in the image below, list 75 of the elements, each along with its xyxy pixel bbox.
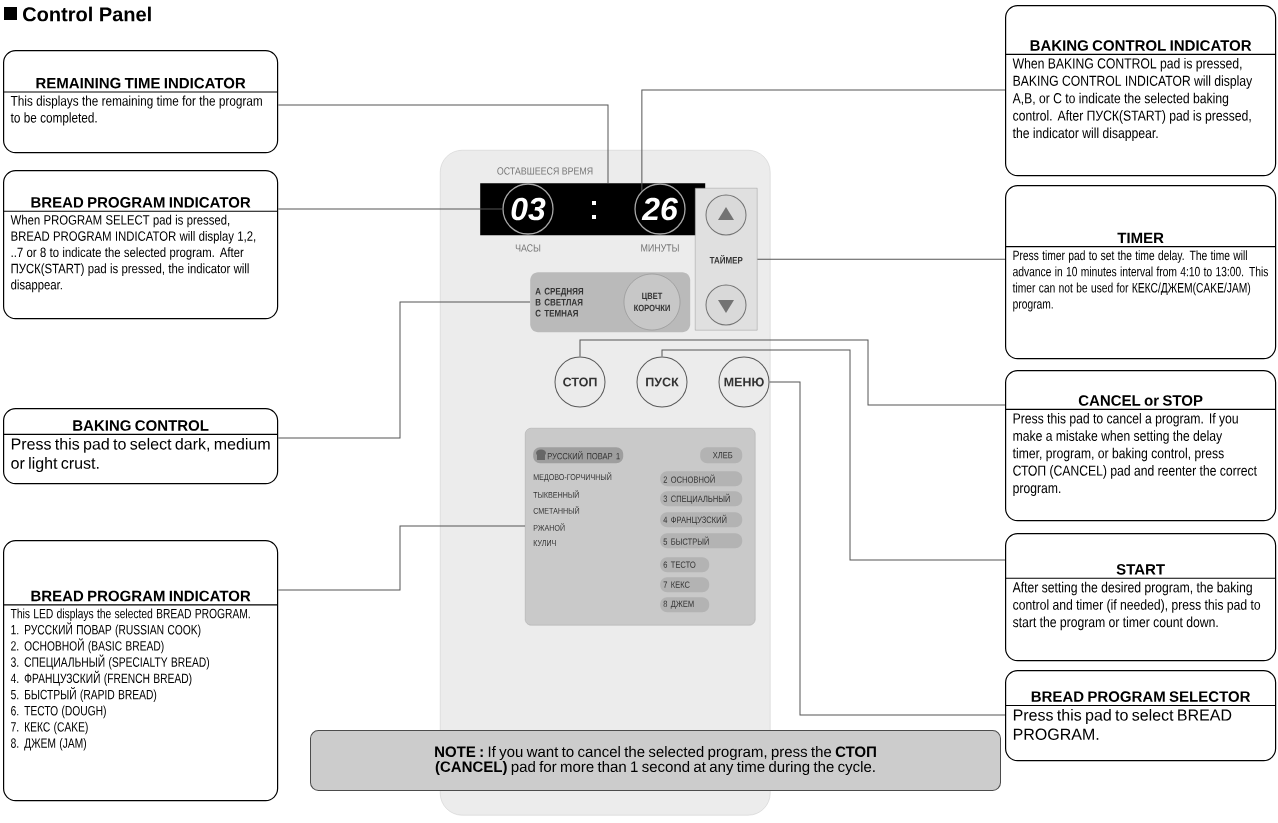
callout-box — [3, 170, 279, 320]
leader-line — [769, 381, 1006, 716]
program-name: ТЫКВЕННЫЙ — [533, 490, 579, 498]
program-pill: 8 ДЖЕМ — [660, 597, 710, 613]
program-pill: ХЛЕБ — [700, 447, 743, 464]
program-pill: 3 СПЕЦИАЛЬНЫЙ — [660, 491, 743, 507]
callout-box — [1005, 5, 1277, 177]
leader-line — [756, 258, 1006, 260]
title: Control Panel — [23, 6, 151, 22]
crust-option: B СВЕТЛАЯ — [535, 298, 583, 306]
up-button — [705, 194, 747, 236]
callout-box — [3, 408, 279, 485]
callout-text: Press this pad to cancel a program. If you make a mistake when setting the delay timer, program, or baking control, press СТОП (CANCEL) pad and reenter the correct program. — [1012, 412, 1257, 497]
display-caption: ОСТАВШЕЕСЯ ВРЕМЯ — [497, 167, 593, 175]
time-display — [480, 183, 706, 236]
callout-box — [3, 50, 279, 154]
callout-box — [1005, 533, 1277, 662]
callout-text: This displays the remaining time for the program to be completed. — [10, 95, 262, 126]
callout-text: This LED displays the selected BREAD PROGRAM. — [10, 608, 250, 621]
note-box: NOTE : If you want to cancel the selected program, press the СТОП (CANCEL) pad for more than 1 second at any time during the cycle. — [310, 730, 1001, 791]
leader-line — [277, 104, 609, 184]
callout-text: When PROGRAM SELECT pad is pressed, BREAD PROGRAM INDICATOR will display 1,2, ..7 or 8 to indicate the selected program. After ПУСК(START) pad is pressed, the indicator will disappear. — [10, 214, 256, 293]
leader-line — [277, 208, 503, 210]
callout-heading: BREAD PROGRAM SELECTOR — [1031, 691, 1251, 702]
callout-heading: CANCEL or STOP — [1078, 395, 1203, 406]
callout-text: Press this pad to select dark, medium or light crust. — [11, 437, 270, 473]
digit-caption: МИНУТЫ — [641, 244, 679, 252]
callout-text: When BAKING CONTROL pad is pressed, BAKING CONTROL INDICATOR will display A,B, or C to indicate the selected baking control. After ПУСК(START) pad is pressed, the indicator will disappear. — [1012, 57, 1253, 142]
callout-text: 1. РУССКИЙ ПОВАР (RUSSIAN COOK) — [11, 622, 201, 638]
program-pill: РУССКИЙ ПОВАР 1 — [533, 447, 624, 464]
digit-readout: 26 — [634, 183, 686, 235]
crust-option: A СРЕДНЯЯ — [535, 287, 584, 297]
round-button: СТОП — [554, 356, 606, 408]
callout-heading: START — [1116, 564, 1165, 575]
digit-caption: ЧАСЫ — [515, 244, 541, 252]
program-name: СМЕТАННЫЙ — [533, 506, 580, 514]
callout-heading: TIMER — [1117, 232, 1164, 244]
callout-text: After setting the desired program, the baking control and timer (if needed), press this pad to start the program or timer count down. — [1012, 581, 1261, 631]
callout-text: 5. БЫСТРЫЙ (RAPID BREAD) — [11, 686, 157, 702]
callout-heading: REMAINING TIME INDICATOR — [36, 77, 246, 89]
program-pill: 4 ФРАНЦУЗСКИЙ — [660, 512, 743, 528]
digit-readout: 03 — [502, 183, 554, 235]
callout-text: 7. КЕКС (CAKE) — [11, 721, 88, 735]
callout-text: 6. ТЕСТО (DOUGH) — [11, 705, 106, 719]
callout-text: Press timer pad to set the time delay. The time will advance in 10 minutes interval from 4:10 to 13:00. This timer can not be used for КЕКС/ДЖЕМ(CAKE/JAM) program. — [1012, 250, 1268, 312]
callout-box — [1005, 370, 1277, 522]
leader-line — [641, 89, 1006, 192]
leader-line — [579, 339, 1006, 406]
program-pill: 6 ТЕСТО — [660, 557, 710, 573]
crust-button: ЦВЕТ КОРОЧКИ — [623, 273, 681, 331]
crust-option: C ТЕМНАЯ — [535, 309, 578, 317]
program-name: РЖАНОЙ — [533, 523, 565, 531]
round-button: МЕНЮ — [718, 356, 770, 408]
callout-heading: BREAD PROGRAM INDICATOR — [31, 197, 251, 208]
callout-text: 8. ДЖЕМ (JAM) — [11, 738, 86, 751]
callout-text: 4. ФРАНЦУЗСКИЙ (FRENCH BREAD) — [10, 670, 192, 686]
callout-box — [3, 540, 279, 802]
callout-text: 3. СПЕЦИАЛЬНЫЙ (SPECIALTY BREAD) — [11, 654, 210, 670]
callout-text: Press this pad to select BREAD PROGRAM. — [1013, 709, 1232, 740]
callout-box — [1005, 185, 1277, 360]
callout-heading: BAKING CONTROL — [73, 420, 209, 431]
callout-text: 2. ОСНОВНОЙ (BASIC BREAD) — [11, 638, 164, 654]
round-button: ПУСК — [636, 356, 688, 408]
program-pill: 2 ОСНОВНОЙ — [660, 471, 743, 487]
program-pill: 5 БЫСТРЫЙ — [660, 533, 743, 549]
callout-box — [1005, 670, 1277, 762]
program-name: МЕДОВО-ГОРЧИЧНЫЙ — [533, 472, 612, 482]
callout-heading: BAKING CONTROL INDICATOR — [1030, 40, 1252, 51]
callout-heading: BREAD PROGRAM INDICATOR — [31, 590, 251, 602]
down-button — [705, 284, 747, 326]
program-name: КУЛИЧ — [533, 540, 556, 546]
leader-line — [277, 301, 531, 439]
leader-line — [661, 349, 1006, 561]
program-pill: 7 КЕКС — [660, 577, 710, 593]
leader-line — [277, 525, 526, 591]
